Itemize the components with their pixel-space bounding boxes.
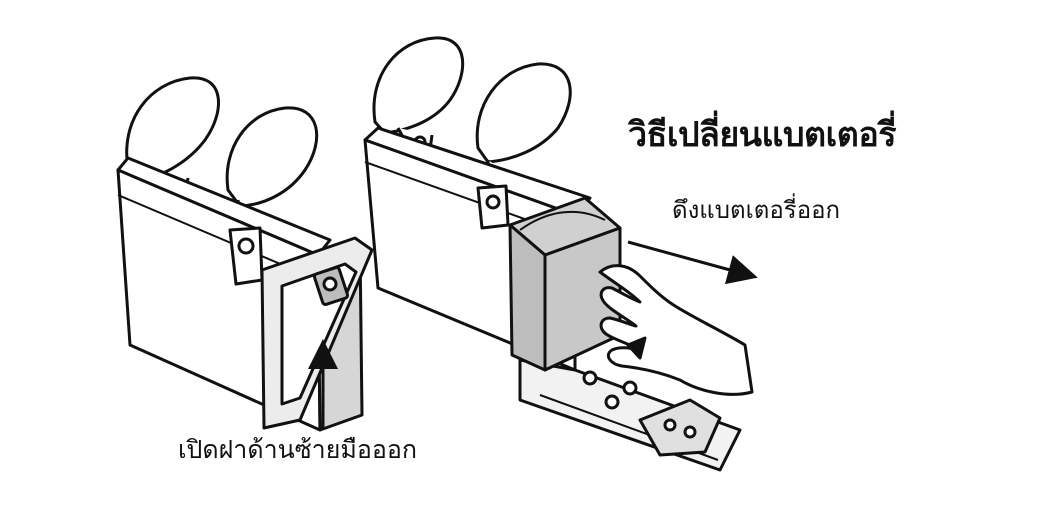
open-cover-label: เปิดฝาด้านซ้ายมือออก <box>178 435 418 464</box>
pull-battery-label: ดึงแบตเตอรี่ออก <box>672 196 841 224</box>
diagram-title: วิธีเปลี่ยนแบตเตอรี่ <box>628 115 897 155</box>
battery-connector <box>638 398 722 457</box>
battery-pack <box>508 196 622 372</box>
pull-battery-arrow <box>627 240 758 285</box>
hand-pulling-battery <box>598 264 754 396</box>
right-emergency-light-unit <box>363 36 754 472</box>
opened-side-cover <box>260 236 374 430</box>
left-emergency-light-unit <box>116 76 374 432</box>
